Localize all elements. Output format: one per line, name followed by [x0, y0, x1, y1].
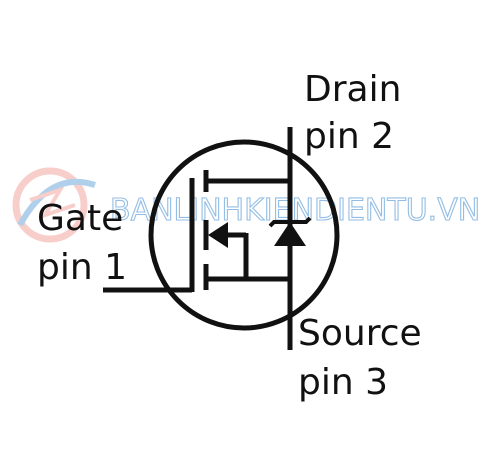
- drain-name-label: Drain: [304, 69, 401, 110]
- gate-name-label: Gate: [37, 198, 123, 239]
- source-pin-label: pin 3: [298, 362, 388, 403]
- body-diode-bar: [268, 216, 312, 228]
- gate-pin-label: pin 1: [37, 247, 127, 288]
- drain-pin-label: pin 2: [304, 116, 394, 157]
- transistor-body-circle: [148, 139, 340, 331]
- watermark-logo-bolt: [29, 186, 76, 219]
- body-diode-triangle: [274, 222, 306, 246]
- body-arrow: [208, 222, 228, 248]
- watermark-logo-swoosh: [17, 178, 96, 227]
- source-name-label: Source: [298, 313, 422, 354]
- watermark-logo: [12, 167, 96, 243]
- watermark-logo-ring: [12, 167, 88, 243]
